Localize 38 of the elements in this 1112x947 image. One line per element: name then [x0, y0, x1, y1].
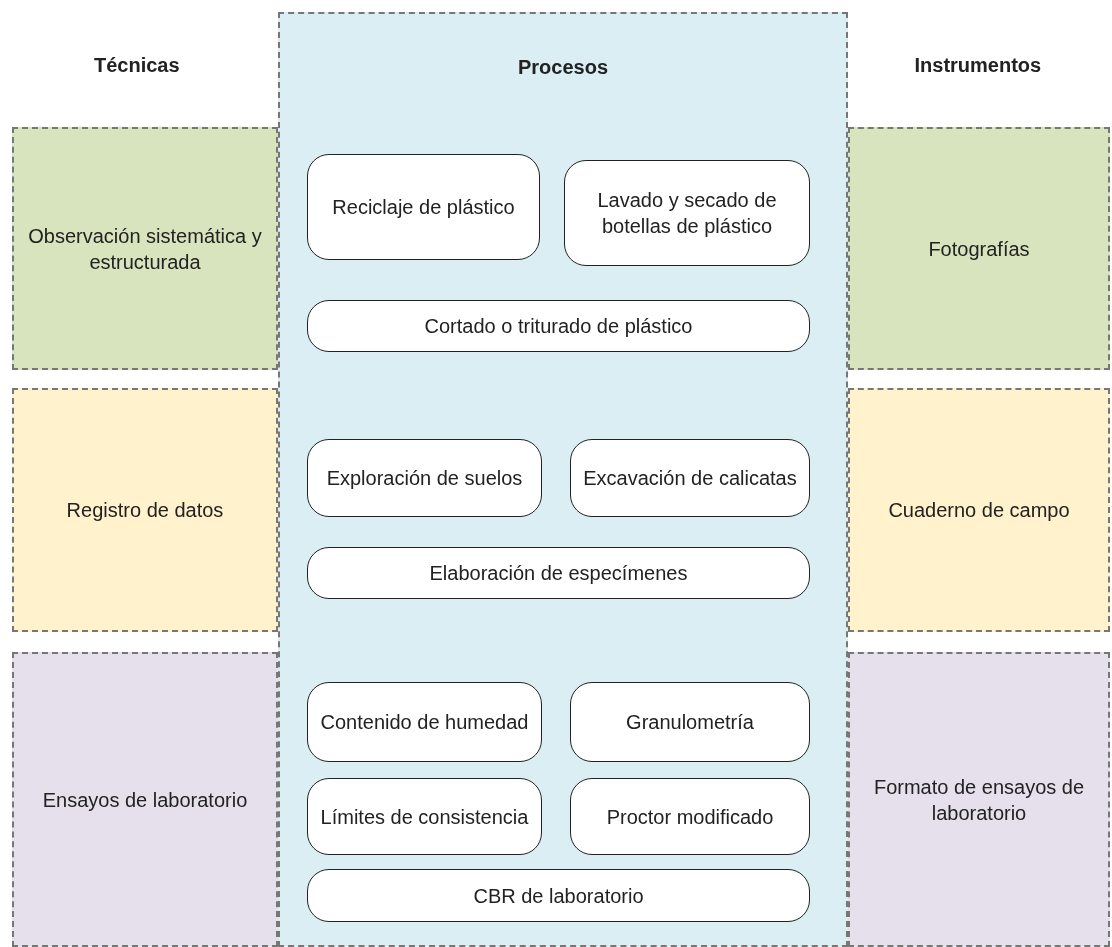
- process-box: [570, 439, 810, 517]
- node-text: Excavación de calicatas: [582, 466, 798, 491]
- process-box: [307, 682, 542, 762]
- column-panel: [278, 12, 848, 947]
- process-box: [307, 547, 810, 599]
- process-box: [307, 300, 810, 352]
- column-heading: Instrumentos: [914, 53, 1042, 77]
- process-box: [570, 778, 810, 855]
- category-panel: [12, 127, 278, 370]
- process-box: [307, 439, 542, 517]
- process-box: [570, 682, 810, 762]
- category-panel: [12, 652, 278, 947]
- node-text: Cortado o triturado de plástico: [423, 314, 694, 339]
- process-box: [307, 869, 810, 922]
- node-text: Granulometría: [625, 710, 755, 735]
- column-heading: Técnicas: [94, 53, 180, 77]
- process-box: [564, 160, 810, 266]
- node-text: Exploración de suelos: [325, 466, 524, 491]
- node-text: Contenido de humedad: [319, 710, 530, 735]
- node-text: Fotografías: [927, 236, 1031, 262]
- column-heading: Procesos: [516, 55, 610, 80]
- node-text: Ensayos de laboratorio: [41, 787, 249, 813]
- category-panel: [848, 388, 1110, 632]
- process-box: [307, 778, 542, 855]
- node-text: Proctor modificado: [605, 804, 775, 830]
- node-text: Observación sistemática y estructurada: [27, 223, 263, 275]
- category-panel: [848, 127, 1110, 370]
- node-text: Límites de consistencia: [319, 804, 530, 830]
- node-text: Elaboración de especímenes: [428, 561, 689, 586]
- category-panel: [848, 652, 1110, 947]
- category-panel: [12, 388, 278, 632]
- node-text: Lavado y secado de botellas de plástico: [596, 188, 778, 239]
- node-text: Reciclaje de plástico: [331, 195, 516, 220]
- node-text: Registro de datos: [65, 498, 225, 523]
- node-text: CBR de laboratorio: [472, 883, 645, 909]
- node-text: Cuaderno de campo: [887, 498, 1071, 523]
- process-box: [307, 154, 540, 260]
- node-text: Formato de ensayos de laboratorio: [872, 774, 1086, 826]
